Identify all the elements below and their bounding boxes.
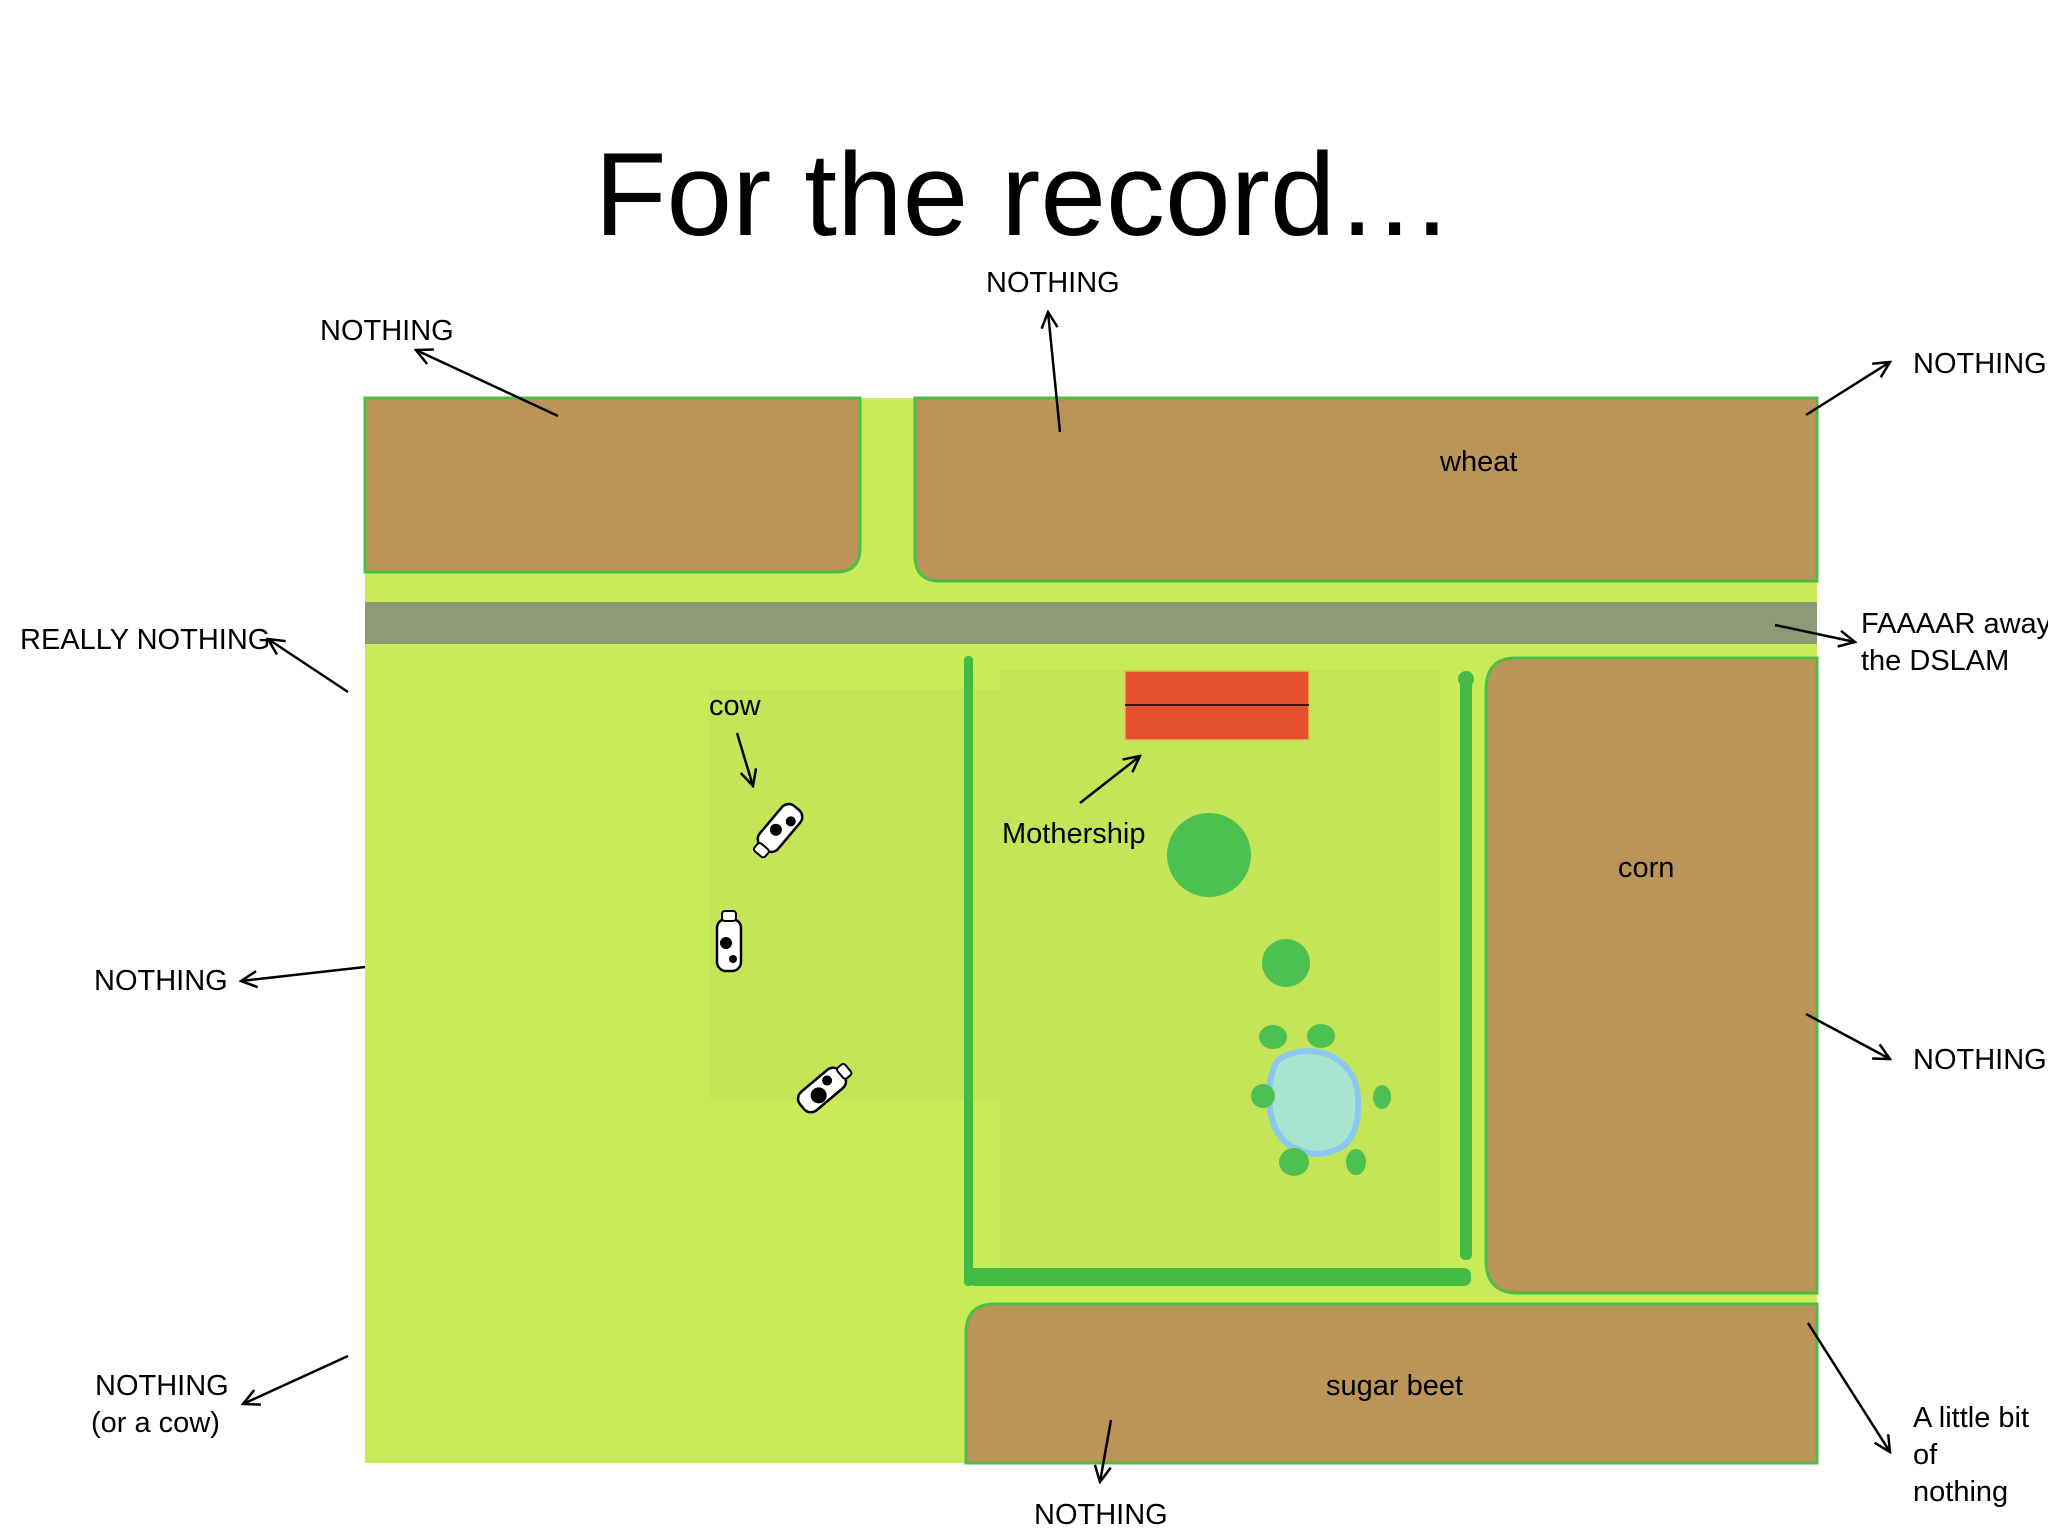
label-dslam-line1: FAAAAR away,: [1861, 608, 2048, 640]
garden-area: [1000, 670, 1440, 1270]
label-cow: cow: [709, 690, 761, 722]
tree-icon: [1307, 1024, 1335, 1048]
field-corn: [1484, 656, 1819, 1295]
arrow-icon: [416, 350, 559, 418]
cow-icon: [715, 910, 743, 973]
arrow-icon: [268, 639, 349, 694]
field-top-left: [363, 396, 862, 574]
field-sugar-beet: [964, 1302, 1819, 1465]
field-label-sugar-beet: sugar beet: [1326, 1370, 1464, 1402]
arrow-icon: [1805, 362, 1890, 417]
label-bottom-right-line3: nothing: [1913, 1476, 2009, 1508]
tree-icon: [1251, 1084, 1275, 1108]
label-really-nothing: REALLY NOTHING: [20, 624, 271, 656]
road: [365, 602, 1817, 644]
label-bottom-center-nothing: NOTHING: [1034, 1499, 1168, 1531]
label-top-left-nothing: NOTHING: [320, 315, 454, 347]
arrow-icon: [243, 1354, 349, 1404]
field-label-corn: corn: [1618, 852, 1675, 884]
label-bottom-left-line1: NOTHING: [95, 1370, 229, 1402]
hedge-bottom: [968, 1268, 1471, 1286]
cow-icon: [796, 1063, 853, 1114]
hedge-right: [1460, 678, 1472, 1260]
tree-icon: [1373, 1085, 1391, 1109]
arrow-icon: [1100, 1419, 1113, 1482]
arrow-icon: [1048, 312, 1062, 433]
field-label-wheat: wheat: [1440, 446, 1518, 478]
label-dslam-line2: the DSLAM: [1861, 645, 2010, 677]
tree-icon: [1346, 1149, 1366, 1175]
tree-icon: [1167, 813, 1251, 897]
slide-title: For the record…: [594, 129, 1454, 261]
label-mothership: Mothership: [1002, 818, 1146, 850]
label-top-center-nothing: NOTHING: [986, 267, 1120, 299]
arrows: [241, 312, 1890, 1482]
tree-icon: [1262, 939, 1310, 987]
arrow-icon: [241, 965, 366, 981]
hedge-right-cap: [1458, 671, 1474, 687]
label-top-right-nothing: NOTHING: [1913, 348, 2047, 380]
hedge-left: [964, 656, 973, 1286]
building-icon: [1124, 670, 1310, 741]
arrow-icon: [735, 732, 753, 786]
cow-icon: [753, 802, 804, 859]
arrow-icon: [1774, 623, 1855, 642]
label-bottom-left-line2: (or a cow): [91, 1407, 220, 1439]
label-bottom-right-line1: A little bit: [1913, 1402, 2030, 1434]
label-bottom-right-line2: of: [1913, 1439, 1938, 1471]
tree-icon: [1259, 1025, 1287, 1049]
tree-icon: [1279, 1148, 1309, 1176]
label-left-middle-nothing: NOTHING: [94, 965, 228, 997]
field-wheat: [913, 396, 1819, 583]
pasture: [710, 690, 1010, 1100]
arrow-icon: [1806, 1322, 1890, 1452]
label-right-middle-nothing: NOTHING: [1913, 1044, 2047, 1076]
arrow-icon: [1805, 1012, 1890, 1059]
pond-icon: [1266, 1048, 1362, 1157]
arrow-icon: [1079, 756, 1140, 804]
